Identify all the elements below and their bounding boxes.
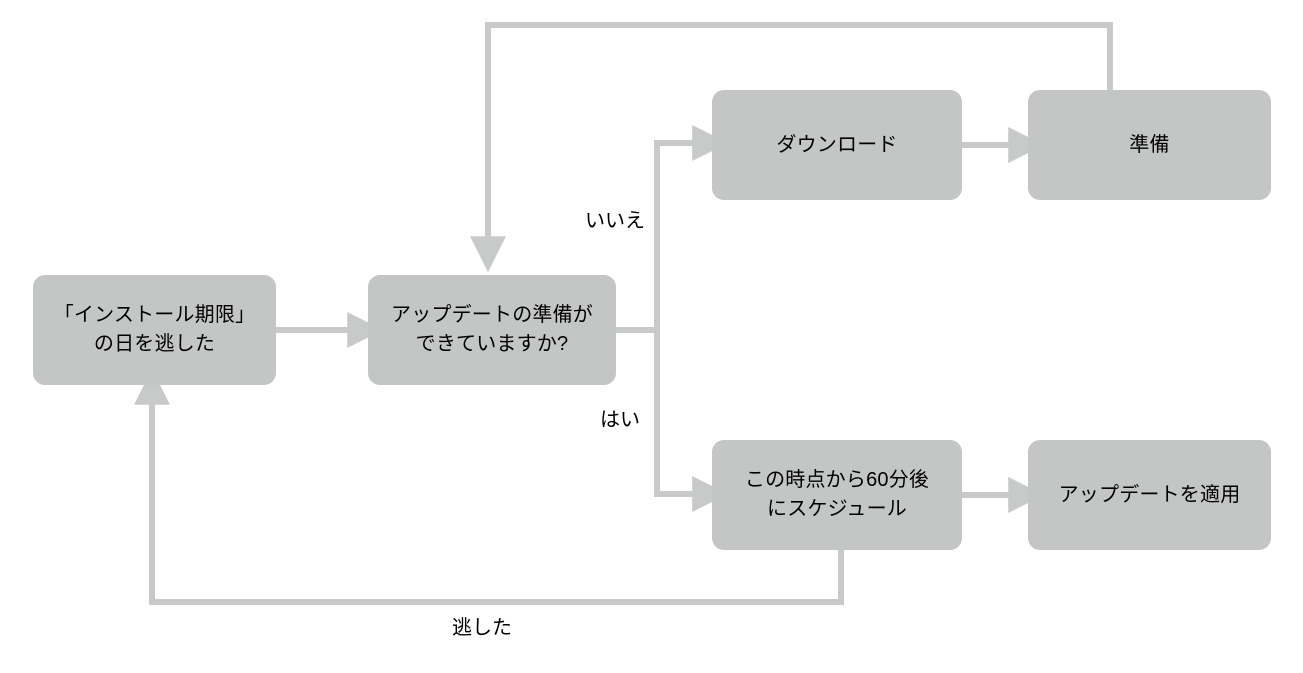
- node-prepare[interactable]: 準備: [1028, 90, 1271, 200]
- node-deadline-missed[interactable]: 「インストール期限」 の日を逃した: [33, 275, 276, 385]
- node-schedule-60-min[interactable]: この時点から60分後 にスケジュール: [712, 440, 962, 550]
- edge-question-to-schedule: [654, 330, 729, 512]
- edge-label-loop-missed: 逃した: [452, 617, 512, 639]
- node-apply-update[interactable]: アップデートを適用: [1028, 440, 1271, 550]
- edge-label-branch-yes: はい: [600, 409, 640, 431]
- edge-label-branch-no: いいえ: [585, 210, 645, 232]
- edge-schedule-to-deadline: [134, 368, 844, 605]
- edge-question-to-download: [654, 125, 729, 330]
- edge-prepare-to-question: [470, 22, 1113, 273]
- node-update-ready-question[interactable]: アップデートの準備が できていますか?: [368, 275, 616, 385]
- node-download[interactable]: ダウンロード: [712, 90, 962, 200]
